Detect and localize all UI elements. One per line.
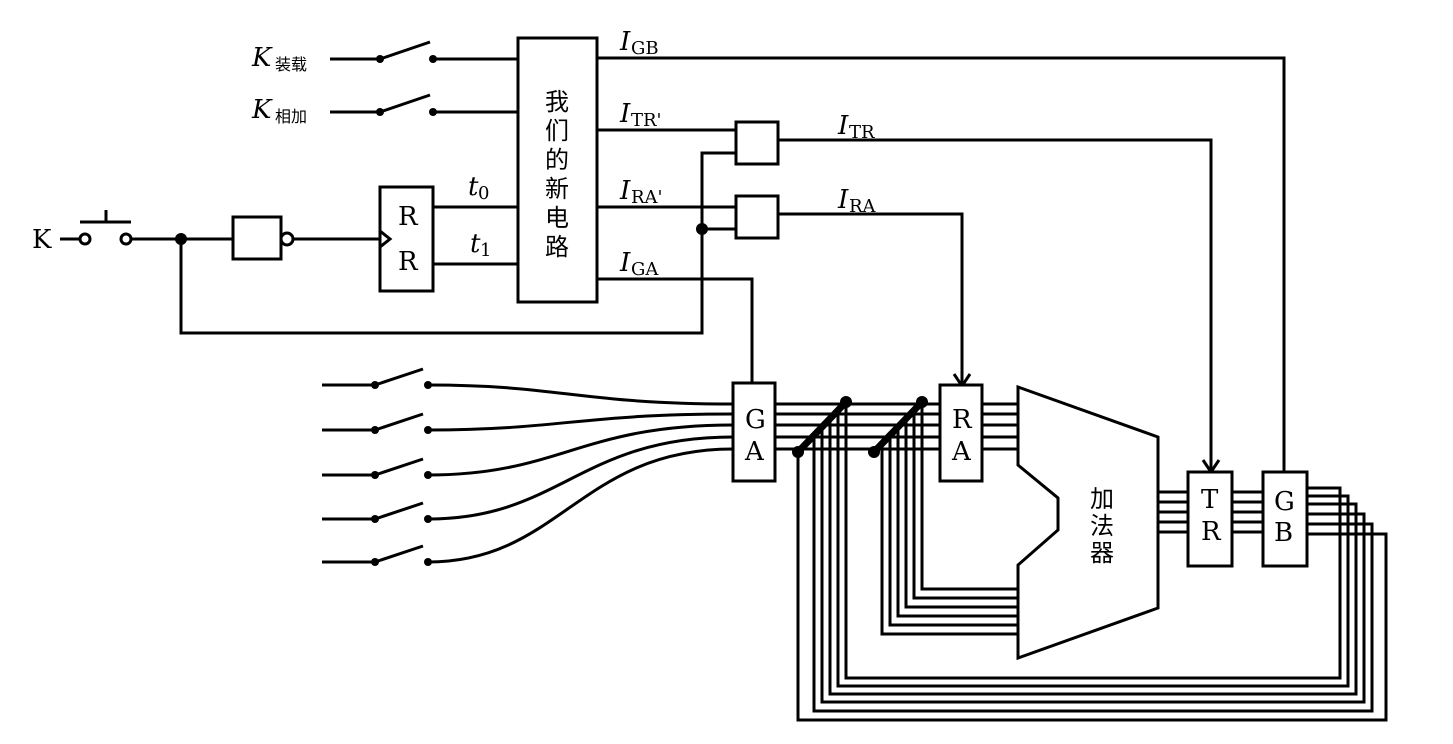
svg-text:们: 们	[545, 117, 569, 145]
register-ra-label-1: R	[952, 405, 973, 435]
adder-tr-bus	[1158, 490, 1188, 534]
new-circuit-box	[516, 36, 599, 304]
signal-t0: t	[468, 172, 479, 202]
switch-add-label: K	[251, 95, 273, 125]
rr-top-label: R	[398, 202, 419, 232]
rr-bottom-label: R	[398, 247, 419, 277]
signal-itr-sub: TR	[849, 122, 875, 143]
register-tr	[1186, 470, 1234, 568]
svg-text:路: 路	[545, 233, 569, 261]
new-circuit-label: 我 们 的 新 电 路	[545, 88, 569, 261]
svg-text:法: 法	[1090, 512, 1114, 540]
adder-label: 加 法 器	[1090, 485, 1114, 567]
signal-ira-prime: I	[619, 176, 631, 206]
signal-itr: I	[837, 111, 849, 141]
inverter-gate	[231, 215, 283, 261]
register-tr-label-1: T	[1201, 485, 1219, 515]
signal-igb: I	[619, 27, 631, 57]
register-gb-label-1: G	[1274, 487, 1295, 517]
tr-control-gate	[734, 120, 780, 166]
signal-t1: t	[470, 229, 481, 259]
signal-iga-sub: GA	[631, 259, 659, 280]
register-ra	[938, 383, 984, 483]
register-ga	[731, 381, 777, 483]
signal-t0-sub: 0	[478, 183, 489, 204]
signal-iga: I	[619, 248, 631, 278]
inverter-bubble	[279, 231, 295, 247]
data-input-switches	[322, 367, 432, 566]
ra-adder-bus	[982, 402, 1018, 451]
svg-text:我: 我	[545, 88, 569, 116]
svg-text:电: 电	[545, 204, 569, 232]
input-k-label: K	[32, 225, 52, 255]
junction-bar-right	[871, 399, 925, 455]
register-ga-label-1: G	[745, 405, 766, 435]
register-gb	[1261, 470, 1309, 568]
push-button	[60, 210, 238, 246]
switch-add-sublabel: 相加	[275, 107, 307, 126]
register-ga-label-2: A	[744, 437, 765, 467]
svg-text:新: 新	[545, 175, 569, 203]
rr-register	[378, 185, 435, 293]
signal-ira-prime-sub: RA'	[631, 187, 663, 208]
input-bus	[427, 383, 734, 564]
ra-control-gate	[734, 194, 780, 240]
signal-ira: I	[837, 185, 849, 215]
adder-block	[1016, 384, 1160, 661]
signal-igb-sub: GB	[631, 38, 659, 59]
register-tr-label-2: R	[1201, 517, 1222, 547]
signal-itr-prime: I	[619, 99, 631, 129]
switch-load-sublabel: 装载	[275, 55, 307, 74]
outer-feedback-bus	[796, 402, 1388, 722]
signal-ira-sub: RA	[849, 196, 877, 217]
inner-feedback-bus	[880, 404, 1018, 636]
switch-add	[330, 93, 518, 116]
register-ra-label-2: A	[951, 437, 972, 467]
switch-load-label: K	[251, 43, 273, 73]
svg-text:器: 器	[1090, 539, 1114, 567]
svg-text:加: 加	[1090, 485, 1114, 513]
tr-gb-bus	[1232, 490, 1263, 534]
signal-itr-prime-sub: TR'	[631, 110, 662, 131]
register-gb-label-2: B	[1274, 518, 1293, 548]
signal-t1-sub: 1	[480, 240, 491, 261]
svg-text:的: 的	[545, 146, 569, 174]
switch-load	[330, 40, 518, 63]
